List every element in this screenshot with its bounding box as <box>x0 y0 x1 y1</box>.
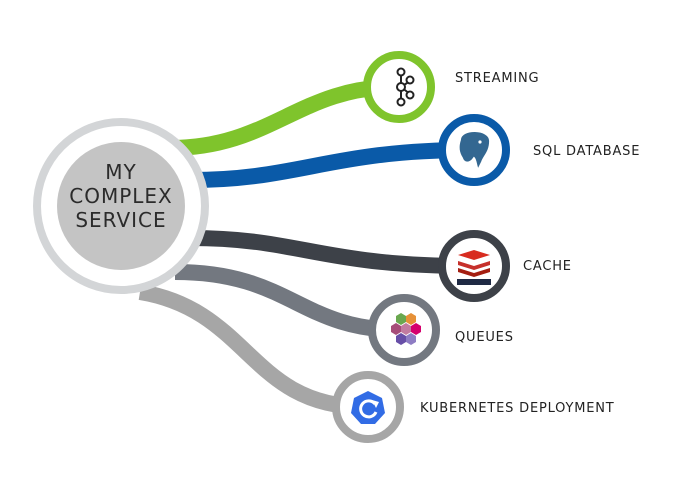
node-streaming <box>363 51 435 123</box>
rabbitmq-hexagons-icon <box>391 313 421 345</box>
kubernetes-deployment-icon <box>351 391 385 424</box>
center-hub <box>33 118 209 294</box>
center-line-3: SERVICE <box>75 208 167 232</box>
connector-streaming <box>169 79 396 156</box>
connector-sql-database <box>189 142 471 188</box>
label-cache: CACHE <box>523 259 572 274</box>
label-kubernetes-deployment: KUBERNETES DEPLOYMENT <box>420 401 615 416</box>
node-queues <box>368 294 440 366</box>
node-cache <box>438 230 510 302</box>
connector-cache <box>189 230 471 274</box>
connector-kubernetes <box>138 284 366 415</box>
kafka-icon <box>396 67 415 107</box>
center-line-2: COMPLEX <box>69 184 173 208</box>
postgresql-elephant-icon <box>457 130 491 173</box>
center-service-label: MY COMPLEX SERVICE <box>56 160 186 232</box>
label-sql-database: SQL DATABASE <box>533 144 641 159</box>
node-kubernetes <box>332 371 404 443</box>
center-line-1: MY <box>105 160 137 184</box>
label-streaming: STREAMING <box>455 71 540 86</box>
redis-enterprise-icon <box>457 250 491 285</box>
connector-queues <box>174 264 401 338</box>
node-sql-database <box>438 114 510 186</box>
label-queues: QUEUES <box>455 330 514 345</box>
